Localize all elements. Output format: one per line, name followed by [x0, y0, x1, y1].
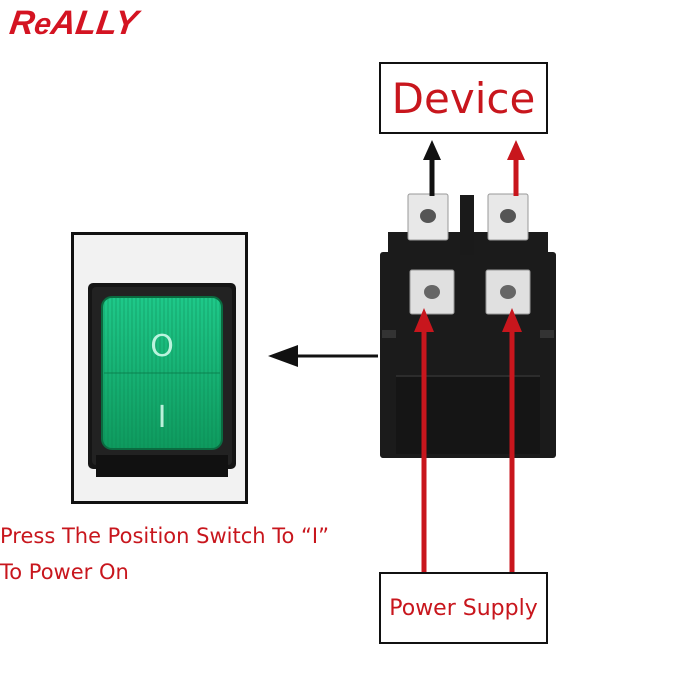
arrow-left-icon — [268, 345, 378, 367]
arrow-up-icon — [423, 140, 441, 196]
arrow-power-right-icon — [502, 308, 522, 572]
arrow-up-red-icon — [507, 140, 525, 196]
arrow-power-left-icon — [414, 308, 434, 572]
power-supply-label: Power Supply — [389, 595, 538, 621]
rocker-switch-front: O I — [88, 283, 236, 477]
switch-front-photo: O I — [71, 232, 248, 504]
off-symbol: O — [150, 329, 174, 364]
caption-line-1: Press The Position Switch To “I” — [0, 524, 329, 548]
power-supply-label-box: Power Supply — [379, 572, 548, 644]
instruction-caption: Press The Position Switch To “I” To Powe… — [0, 518, 380, 590]
on-symbol: I — [158, 400, 167, 435]
device-label: Device — [391, 73, 536, 123]
device-label-box: Device — [379, 62, 548, 134]
switch-back-terminals — [380, 193, 556, 458]
caption-line-2: To Power On — [0, 560, 129, 584]
